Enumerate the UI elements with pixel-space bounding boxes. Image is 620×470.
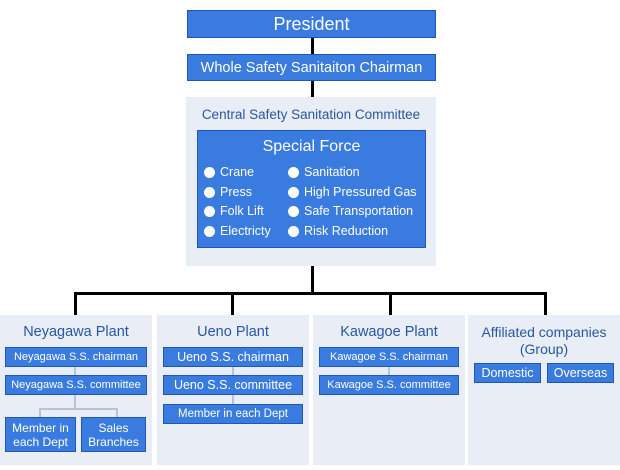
special-force-item-sanitation: Sanitation [288,165,360,179]
kawagoe-plant-panel: Kawagoe Plant Kawagoe S.S. chairman Kawa… [313,315,465,465]
connector-president-chairman [311,38,314,54]
connector-bus-affiliated [544,292,547,315]
president-label: President [273,13,350,34]
ueno-plant-panel: Ueno Plant Ueno S.S. chairman Ueno S.S. … [157,315,309,465]
connector-line [39,408,117,410]
connector-bus-ueno [231,292,234,315]
kawagoe-plant-title: Kawagoe Plant [340,324,438,340]
kawagoe-committee-box: Kawagoe S.S. committee [319,375,459,395]
ueno-plant-title: Ueno Plant [197,324,269,340]
special-force-item-safe-transportation: Safe Transportation [288,204,413,218]
special-force-item-folk-lift: Folk Lift [204,204,264,218]
connector-line [39,408,41,418]
bullet-icon [204,225,215,237]
affiliated-domestic-box: Domestic [474,363,541,383]
bullet-icon [288,225,299,237]
chairman-label: Whole Safety Sanitaiton Chairman [200,59,423,76]
connector-line [388,363,390,383]
connector-bus [74,292,547,295]
neyagawa-chairman-box: Neyagawa S.S. chairman [5,347,147,367]
kawagoe-chairman-box: Kawagoe S.S. chairman [319,347,459,367]
ueno-member-box: Member in each Dept [163,404,303,424]
neyagawa-committee-box: Neyagawa S.S. committee [5,375,147,395]
neyagawa-plant-title: Neyagawa Plant [23,324,129,340]
connector-bus-kawagoe [389,292,392,315]
special-force-box: Special Force Crane Press Folk Lift Elec… [197,130,426,248]
neyagawa-sales-box: Sales Branches [81,417,146,452]
bullet-icon [204,205,215,217]
central-committee-title: Central Safety Sanitation Committee [201,107,421,122]
special-force-item-risk-reduction: Risk Reduction [288,224,388,238]
bullet-icon [288,205,299,217]
ueno-chairman-box: Ueno S.S. chairman [163,347,303,367]
connector-central-bus [311,266,314,294]
ueno-committee-box: Ueno S.S. committee [163,375,303,395]
connector-line [116,408,118,418]
bullet-icon [204,166,215,178]
special-force-item-high-pressured-gas: High Pressured Gas [288,185,417,199]
affiliated-companies-title: Affiliated companies (Group) [481,324,607,357]
connector-chairman-central [311,81,314,97]
connector-bus-neyagawa [74,292,77,315]
chairman-box: Whole Safety Sanitaiton Chairman [187,54,436,81]
president-box: President [187,10,436,38]
special-force-item-crane: Crane [204,165,254,179]
affiliated-overseas-box: Overseas [547,363,614,383]
bullet-icon [288,166,299,178]
affiliated-companies-panel: Affiliated companies (Group) Domestic Ov… [468,315,620,465]
special-force-title: Special Force [262,138,361,155]
central-committee-panel: Central Safety Sanitation Committee Spec… [186,97,436,266]
bullet-icon [204,186,215,198]
special-force-item-electricty: Electricty [204,224,271,238]
neyagawa-member-box: Member in each Dept [5,417,76,452]
bullet-icon [288,186,299,198]
neyagawa-plant-panel: Neyagawa Plant Neyagawa S.S. chairman Ne… [0,315,152,465]
special-force-item-press: Press [204,185,252,199]
